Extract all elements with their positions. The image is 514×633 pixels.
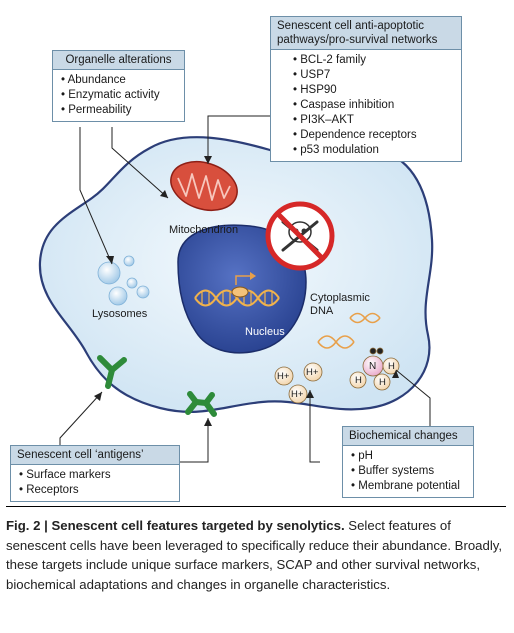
caption-figure-label: Fig. 2 | Senescent cell features targete… [6, 518, 345, 533]
prohibited-skull-icon [265, 201, 335, 271]
list-item: Membrane potential [351, 479, 465, 494]
list-item: pH [351, 449, 465, 464]
proton-label: H+ [291, 389, 304, 400]
mitochondrion-icon [170, 160, 238, 212]
list-item: Permeability [61, 103, 176, 118]
protons-icon [274, 362, 323, 404]
list-item: BCL-2 family [293, 53, 453, 68]
antiapoptotic-title-line: Senescent cell anti-apoptotic [277, 20, 425, 32]
antigens-box-title: Senescent cell ‘antigens’ [11, 446, 179, 465]
proton-label: H+ [277, 371, 290, 382]
proton-label: H+ [306, 367, 319, 378]
antiapoptotic-list: BCL-2 family USP7 HSP90 Caspase inhibiti… [271, 50, 461, 161]
figure-caption: Fig. 2 | Senescent cell features targete… [6, 516, 506, 594]
biochemical-changes-box: Biochemical changes pH Buffer systems Me… [342, 426, 474, 498]
list-item: Buffer systems [351, 464, 465, 479]
list-item: HSP90 [293, 83, 453, 98]
cell-illustration [38, 115, 434, 463]
list-item: Surface markers [19, 468, 171, 483]
list-item: Receptors [19, 483, 171, 498]
list-item: PI3K–AKT [293, 113, 453, 128]
senescent-antigens-box: Senescent cell ‘antigens’ Surface marker… [10, 445, 180, 502]
list-item: Enzymatic activity [61, 88, 176, 103]
list-item: Abundance [61, 73, 176, 88]
organelle-box-title: Organelle alterations [53, 51, 184, 70]
mitochondrion-label: Mitochondrion [169, 224, 239, 236]
organelle-alterations-box: Organelle alterations Abundance Enzymati… [52, 50, 185, 122]
cytoplasmic-dna-icon [317, 312, 381, 349]
list-item: Dependence receptors [293, 128, 453, 143]
dna-label: DNA [310, 305, 334, 317]
nitrogen-label: N [369, 361, 377, 372]
antiapoptotic-title-line: pathways/pro-survival networks [277, 34, 438, 46]
antiapoptotic-box-title: Senescent cell anti-apoptotic pathways/p… [271, 17, 461, 50]
antiapoptotic-pathways-box: Senescent cell anti-apoptotic pathways/p… [270, 16, 462, 162]
senolytics-diagram: Mitochondrion Lysosomes Nucleus Cytoplas… [0, 0, 514, 505]
nucleus-label: Nucleus [245, 326, 285, 338]
lysosomes-icon [97, 255, 150, 306]
caption-rule [6, 506, 506, 507]
caption-text: Select features of senescent cells have … [6, 518, 503, 592]
biochem-list: pH Buffer systems Membrane potential [343, 446, 473, 497]
nuclear-dna-icon [194, 272, 280, 307]
list-item: p53 modulation [293, 143, 453, 158]
antigens-list: Surface markers Receptors [11, 465, 179, 501]
list-item: Caspase inhibition [293, 98, 453, 113]
biochem-box-title: Biochemical changes [343, 427, 473, 446]
cytoplasmic-label: Cytoplasmic [310, 292, 370, 304]
connector-arrows [59, 115, 431, 463]
surface-receptor-icon [97, 355, 127, 389]
lysosomes-label: Lysosomes [92, 308, 148, 320]
arrowheads [94, 156, 399, 426]
hydrogen-label: H [379, 377, 386, 388]
ammonium-icon [349, 347, 400, 391]
hydrogen-label: H [388, 361, 395, 372]
organelle-list: Abundance Enzymatic activity Permeabilit… [53, 70, 184, 121]
hydrogen-label: H [355, 375, 362, 386]
list-item: USP7 [293, 68, 453, 83]
receptor-pair-icon [185, 391, 217, 417]
